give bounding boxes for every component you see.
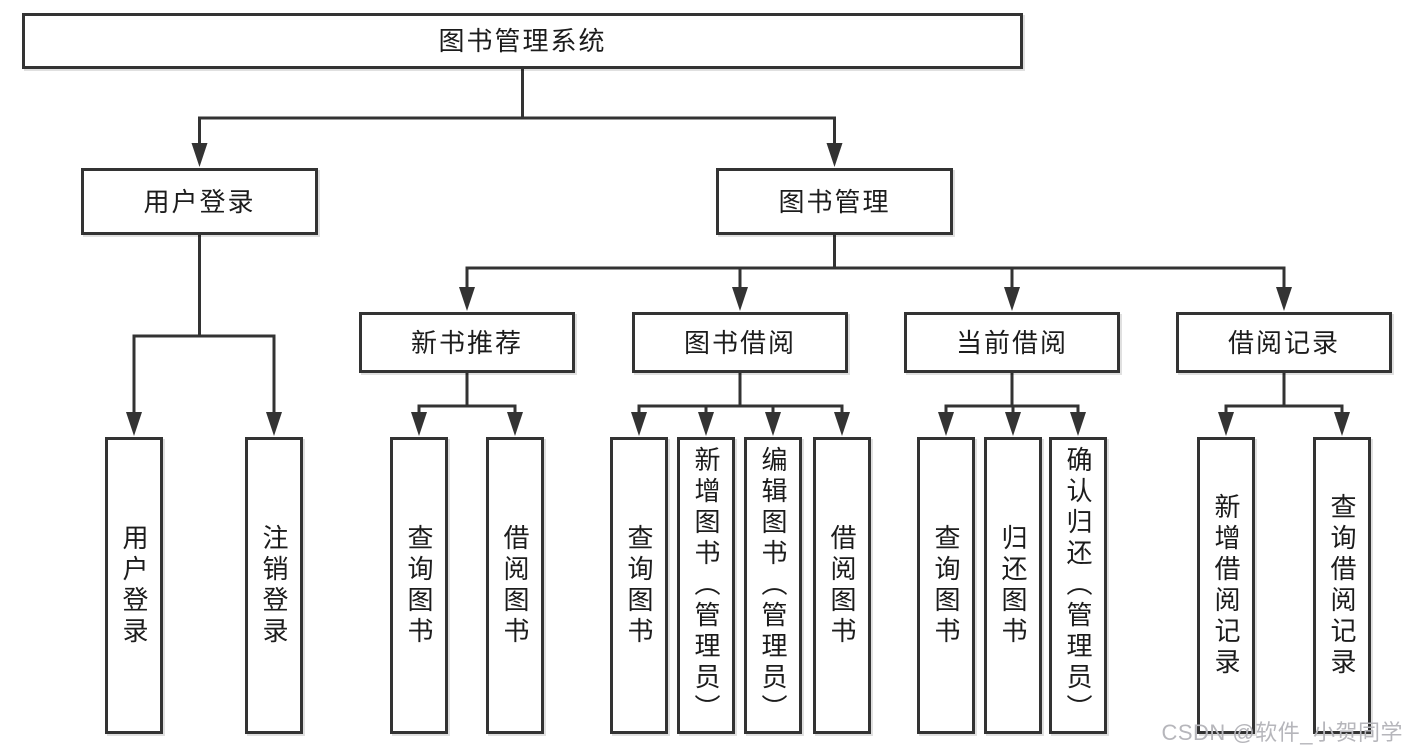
node-label-borrow-query-books: 查询图书	[624, 523, 654, 648]
node-borrow-query-books: 查询图书	[610, 437, 668, 734]
node-label-current-return-books: 归还图书	[998, 523, 1028, 648]
node-label-current-query-books: 查询图书	[931, 523, 961, 648]
node-borrow-borrow-books: 借阅图书	[813, 437, 871, 734]
arrowhead-borrow-records	[1276, 287, 1292, 311]
node-label-user-login-group: 用户登录	[143, 186, 256, 217]
node-label-current-confirm-return-admin: 确认归还（管理员）	[1063, 446, 1093, 725]
arrowhead-logout	[266, 412, 282, 436]
arrowhead-current-query-books	[938, 412, 954, 436]
node-label-borrow-add-books-admin: 新增图书（管理员）	[691, 446, 721, 725]
arrowhead-borrow-query-books	[631, 412, 647, 436]
node-label-new-book-recommend: 新书推荐	[410, 327, 523, 358]
arrowhead-recommend-query-books	[411, 412, 427, 436]
node-user-login-group: 用户登录	[81, 168, 318, 235]
node-label-records-add-record: 新增借阅记录	[1211, 492, 1241, 679]
node-current-confirm-return-admin: 确认归还（管理员）	[1049, 437, 1107, 734]
arrowhead-records-add-record	[1218, 412, 1234, 436]
arrowhead-current-borrow	[1004, 287, 1020, 311]
node-logout: 注销登录	[245, 437, 303, 734]
arrowhead-records-query-record	[1334, 412, 1350, 436]
node-recommend-query-books: 查询图书	[390, 437, 448, 734]
node-current-query-books: 查询图书	[917, 437, 975, 734]
arrowhead-book-management	[826, 143, 843, 167]
node-recommend-borrow-books: 借阅图书	[486, 437, 544, 734]
node-new-book-recommend: 新书推荐	[359, 312, 575, 373]
node-current-return-books: 归还图书	[984, 437, 1042, 734]
node-label-logout: 注销登录	[259, 523, 289, 648]
node-label-records-query-record: 查询借阅记录	[1327, 492, 1357, 679]
node-label-book-borrow: 图书借阅	[683, 327, 796, 358]
node-book-management: 图书管理	[716, 168, 953, 235]
arrowhead-borrow-borrow-books	[834, 412, 850, 436]
arrowhead-new-book-recommend	[459, 287, 475, 311]
node-borrow-records: 借阅记录	[1176, 312, 1392, 373]
node-label-current-borrow: 当前借阅	[955, 327, 1068, 358]
arrowhead-current-confirm-return-admin	[1070, 412, 1086, 436]
arrowhead-user-login	[126, 412, 142, 436]
node-label-borrow-borrow-books: 借阅图书	[827, 523, 857, 648]
node-records-add-record: 新增借阅记录	[1197, 437, 1255, 734]
node-current-borrow: 当前借阅	[904, 312, 1120, 373]
node-label-system: 图书管理系统	[438, 26, 607, 56]
arrowhead-borrow-add-books-admin	[698, 412, 714, 436]
node-label-recommend-query-books: 查询图书	[404, 523, 434, 648]
node-label-borrow-records: 借阅记录	[1227, 327, 1340, 358]
arrowhead-book-borrow	[732, 287, 748, 311]
node-book-borrow: 图书借阅	[632, 312, 848, 373]
arrowhead-borrow-edit-books-admin	[765, 412, 781, 436]
node-system: 图书管理系统	[22, 13, 1023, 69]
node-label-book-management: 图书管理	[778, 186, 891, 217]
node-borrow-edit-books-admin: 编辑图书（管理员）	[744, 437, 802, 734]
node-user-login: 用户登录	[105, 437, 163, 734]
node-label-borrow-edit-books-admin: 编辑图书（管理员）	[758, 446, 788, 725]
node-label-user-login: 用户登录	[119, 523, 149, 648]
arrowhead-current-return-books	[1005, 412, 1021, 436]
arrowhead-recommend-borrow-books	[507, 412, 523, 436]
node-borrow-add-books-admin: 新增图书（管理员）	[677, 437, 735, 734]
node-label-recommend-borrow-books: 借阅图书	[500, 523, 530, 648]
watermark: CSDN @软件_小贺同学	[1161, 720, 1403, 745]
node-records-query-record: 查询借阅记录	[1313, 437, 1371, 734]
arrowhead-user-login-group	[191, 143, 208, 167]
